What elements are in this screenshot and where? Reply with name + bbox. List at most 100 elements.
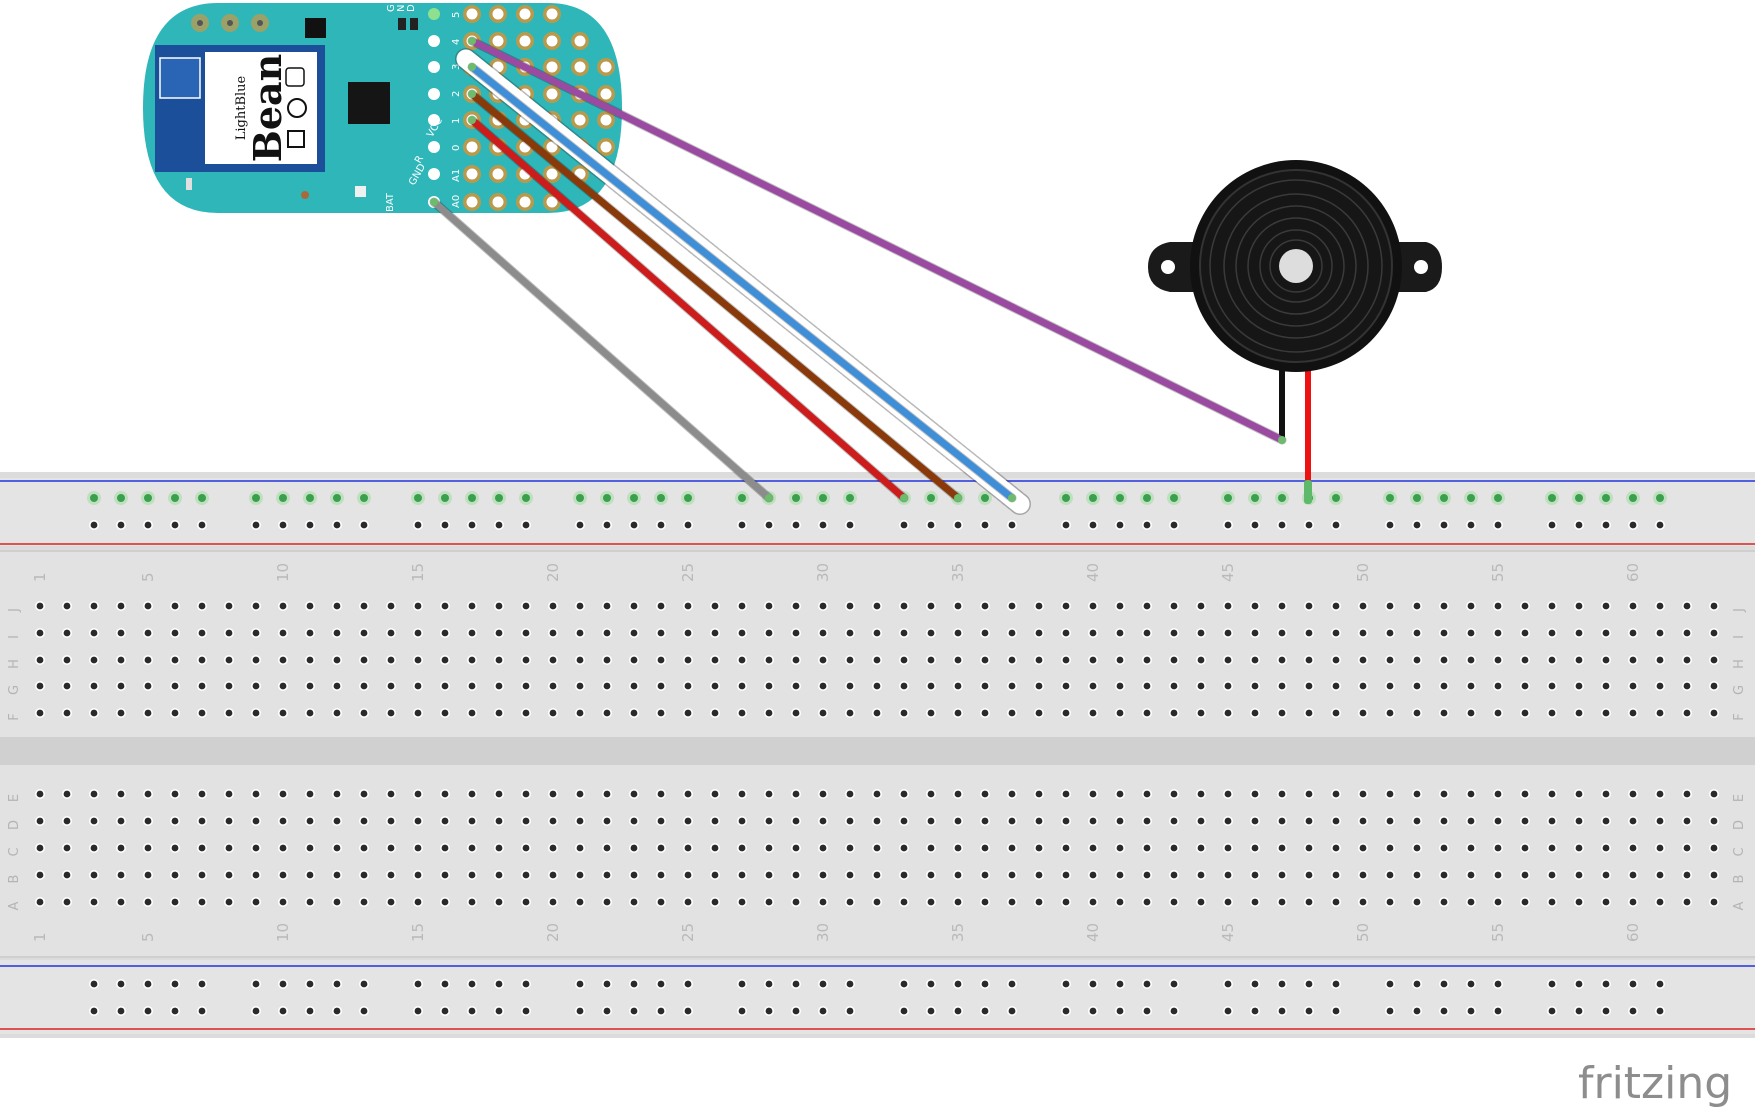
rail-hole-bottom: [1386, 980, 1394, 988]
rail-holes: [87, 491, 1667, 1016]
rail-hole-bottom: [792, 1007, 800, 1015]
terminal-hole: [1332, 656, 1340, 664]
terminal-hole: [873, 709, 881, 717]
terminal-hole: [90, 629, 98, 637]
terminal-hole: [1683, 629, 1691, 637]
proto-hole: [546, 88, 558, 100]
rail-hole-top-row2: [657, 521, 665, 529]
terminal-hole: [1575, 656, 1583, 664]
rail-hole-bottom: [765, 1007, 773, 1015]
rail-hole-bottom: [1224, 980, 1232, 988]
terminal-hole: [900, 709, 908, 717]
rail-hole-top-row2: [306, 521, 314, 529]
terminal-hole: [360, 817, 368, 825]
column-number-label: 30: [814, 563, 832, 582]
terminal-hole: [846, 871, 854, 879]
terminal-hole: [468, 790, 476, 798]
row-letter-label: E: [1732, 794, 1747, 802]
terminal-hole: [1008, 844, 1016, 852]
terminal-hole: [1035, 817, 1043, 825]
terminal-hole: [711, 898, 719, 906]
column-number-label: 15: [409, 923, 427, 942]
terminal-hole: [441, 709, 449, 717]
rail-hole-bottom: [657, 980, 665, 988]
terminal-hole: [1521, 898, 1529, 906]
terminal-hole: [657, 871, 665, 879]
terminal-hole: [1683, 871, 1691, 879]
rail-hole-bottom: [1116, 1007, 1124, 1015]
terminal-hole: [90, 898, 98, 906]
terminal-hole: [198, 629, 206, 637]
terminal-hole: [1008, 629, 1016, 637]
terminal-hole: [387, 682, 395, 690]
terminal-hole: [792, 898, 800, 906]
terminal-hole: [1575, 790, 1583, 798]
terminal-hole: [1359, 871, 1367, 879]
terminal-hole: [1143, 898, 1151, 906]
terminal-hole: [981, 682, 989, 690]
rail-hole-bottom: [576, 980, 584, 988]
terminal-hole: [684, 656, 692, 664]
rail-hole-top-row1: [198, 494, 206, 502]
terminal-hole: [306, 871, 314, 879]
terminal-hole: [1143, 844, 1151, 852]
terminal-hole: [1602, 709, 1610, 717]
terminal-hole: [1170, 898, 1178, 906]
terminal-hole: [1116, 817, 1124, 825]
terminal-hole: [873, 790, 881, 798]
lightblue-bean-board: LightBlue Bean G N D 5 4 3 2 1 0 A1 A0 V…: [143, 3, 622, 213]
terminal-hole: [603, 790, 611, 798]
proto-hole: [492, 35, 504, 47]
terminal-hole: [1629, 790, 1637, 798]
terminal-hole: [981, 656, 989, 664]
proto-hole: [574, 114, 586, 126]
terminal-hole: [36, 682, 44, 690]
terminal-hole: [711, 682, 719, 690]
terminal-hole: [630, 682, 638, 690]
rail-hole-bottom: [468, 980, 476, 988]
terminal-hole: [306, 898, 314, 906]
terminal-hole: [738, 656, 746, 664]
terminal-hole: [1170, 656, 1178, 664]
smd-pad: [301, 191, 309, 199]
terminal-hole: [954, 629, 962, 637]
buzzer-center: [1279, 249, 1313, 283]
terminal-hole: [171, 709, 179, 717]
terminal-hole: [1548, 790, 1556, 798]
terminal-hole: [225, 790, 233, 798]
terminal-hole: [252, 602, 260, 610]
terminal-hole: [1413, 656, 1421, 664]
column-number-label: 1: [31, 572, 49, 582]
header-pin: [428, 61, 440, 73]
terminal-hole: [1197, 817, 1205, 825]
terminal-hole: [360, 602, 368, 610]
terminal-hole: [225, 656, 233, 664]
terminal-hole: [90, 682, 98, 690]
terminal-hole: [1170, 844, 1178, 852]
pin-label-g: G: [386, 4, 397, 12]
column-number-label: 60: [1624, 563, 1642, 582]
column-number-label: 5: [139, 932, 157, 942]
rail-hole-bottom: [738, 980, 746, 988]
terminal-hole: [1386, 656, 1394, 664]
rail-hole-top-row1: [252, 494, 260, 502]
terminal-hole: [1548, 871, 1556, 879]
terminal-hole: [1548, 817, 1556, 825]
terminal-hole: [819, 709, 827, 717]
top-power-rail: [0, 478, 1755, 546]
terminal-hole: [576, 682, 584, 690]
terminal-hole: [225, 871, 233, 879]
terminal-hole: [1251, 629, 1259, 637]
rail-hole-bottom: [1602, 980, 1610, 988]
terminal-hole: [495, 709, 503, 717]
rail-hole-bottom: [846, 1007, 854, 1015]
terminal-hole: [1116, 629, 1124, 637]
rail-hole-bottom: [1305, 980, 1313, 988]
terminal-hole: [792, 656, 800, 664]
terminal-hole: [1062, 629, 1070, 637]
terminal-hole: [1521, 709, 1529, 717]
terminal-hole: [252, 898, 260, 906]
proto-hole: [492, 196, 504, 208]
rail-hole-bottom: [306, 1007, 314, 1015]
